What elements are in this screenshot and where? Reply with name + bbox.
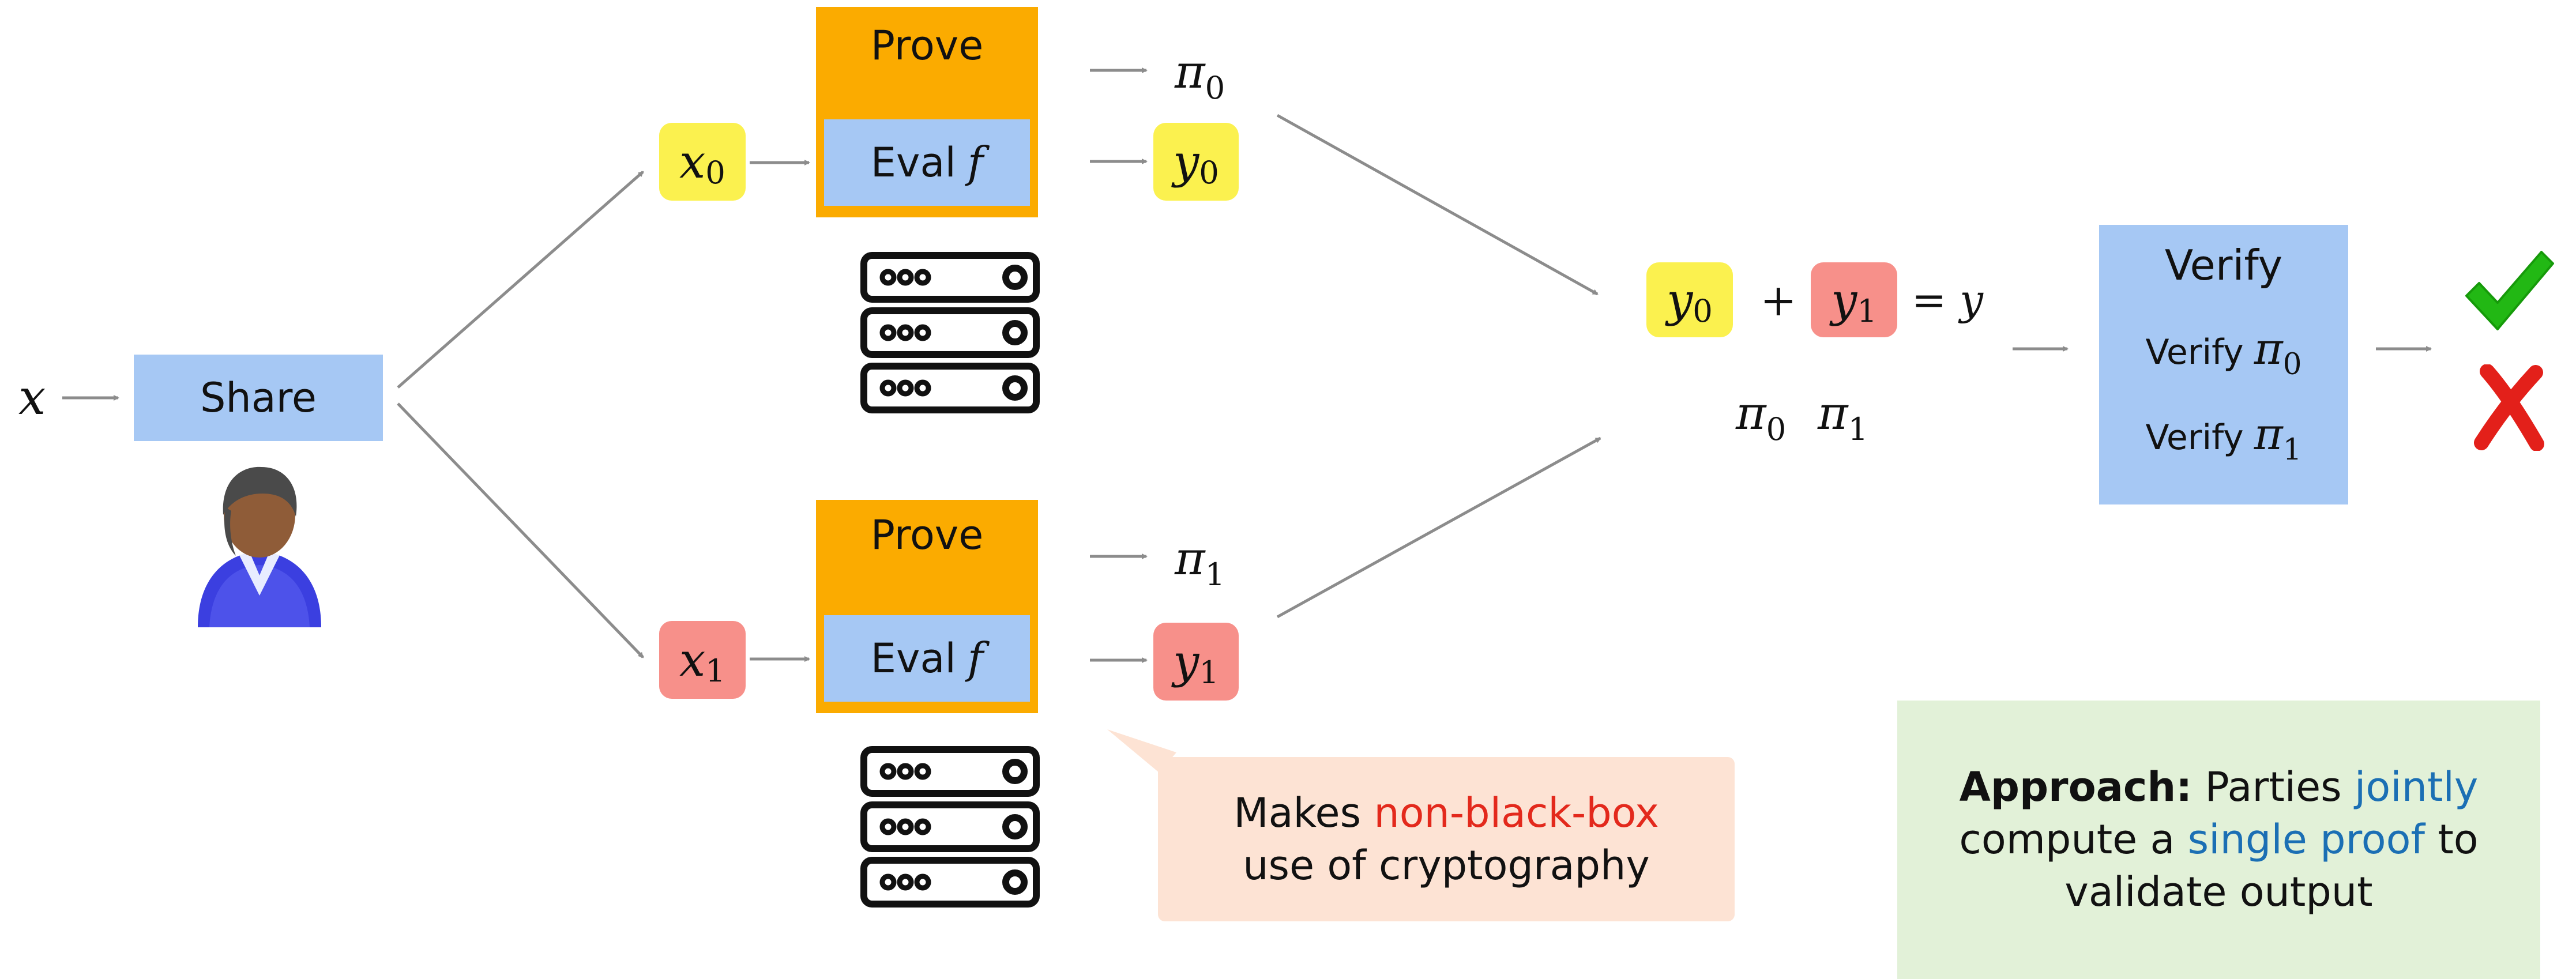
approach-line-2: compute a single proof to bbox=[1959, 816, 2479, 863]
server-stack-icon bbox=[860, 746, 1040, 908]
share-box: Share bbox=[134, 355, 383, 441]
pi1-output: π1 bbox=[1175, 532, 1225, 593]
cross-icon bbox=[2474, 364, 2544, 451]
input-x: x bbox=[18, 369, 46, 426]
approach-line-1: Approach: Parties jointly bbox=[1959, 763, 2479, 811]
callout-box: Makes non-black-box use of cryptography bbox=[1158, 757, 1735, 921]
checkmark-icon bbox=[2465, 251, 2554, 330]
verify-title: Verify bbox=[2164, 241, 2283, 289]
arrow-share-to-x0 bbox=[397, 171, 644, 389]
approach-panel: Approach: Parties jointly compute a sing… bbox=[1897, 701, 2540, 979]
pi0-output: π0 bbox=[1175, 45, 1225, 107]
arrow-party0-to-combine bbox=[1276, 114, 1599, 296]
server-stack-icon bbox=[860, 252, 1040, 413]
share-label: Share bbox=[200, 374, 317, 421]
combine-pi0: π0 bbox=[1736, 386, 1787, 448]
combine-plus: + bbox=[1760, 274, 1797, 326]
callout-line-1: Makes non-black-box bbox=[1234, 789, 1659, 837]
approach-line-3: validate output bbox=[2064, 868, 2373, 916]
person-icon bbox=[198, 466, 321, 627]
prove-label-1: Prove bbox=[870, 511, 984, 559]
arrow-share-to-x1 bbox=[397, 402, 644, 658]
combine-equals-y: = y bbox=[1912, 276, 1983, 324]
combine-pi1: π1 bbox=[1818, 386, 1868, 448]
arrow-party1-to-combine bbox=[1276, 436, 1601, 619]
prove-label-0: Prove bbox=[870, 22, 984, 69]
callout-line-2: use of cryptography bbox=[1243, 841, 1650, 889]
